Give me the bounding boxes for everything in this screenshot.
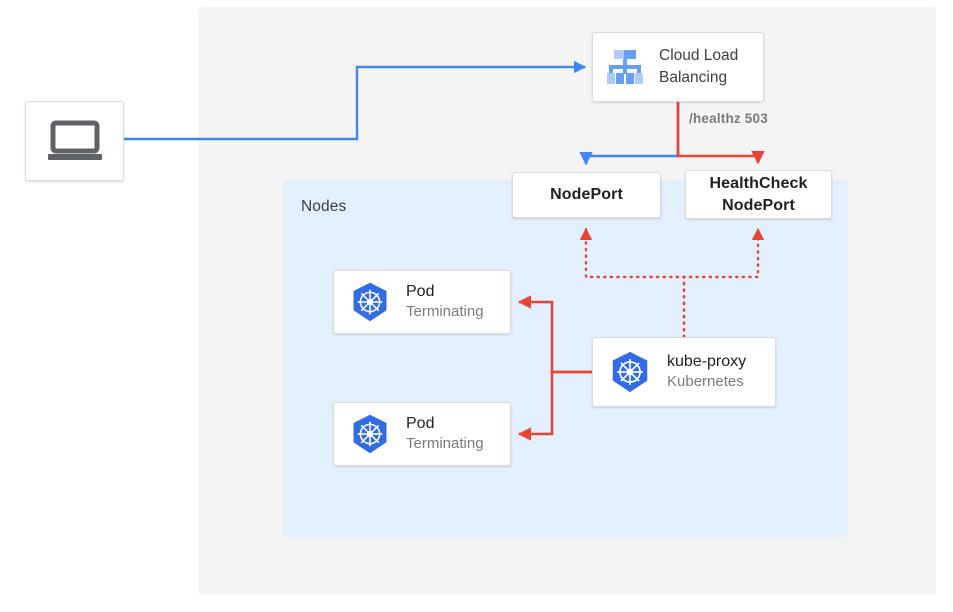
cloud-load-balancing-icon bbox=[607, 50, 643, 84]
pod-node-1-subtitle: Terminating bbox=[406, 303, 484, 320]
cloud-load-balancing-node: Cloud Load Balancing bbox=[592, 32, 764, 102]
pod-node-1: Pod Terminating bbox=[333, 270, 511, 334]
kube-proxy-subtitle: Kubernetes bbox=[667, 373, 744, 390]
pod-node-2-subtitle: Terminating bbox=[406, 435, 484, 452]
healthcheck-nodeport-node: HealthCheck NodePort bbox=[685, 170, 832, 219]
cloud-load-balancing-label: Cloud Load Balancing bbox=[659, 47, 739, 86]
client-node bbox=[25, 101, 124, 181]
kubernetes-icon bbox=[353, 414, 387, 454]
pod-node-1-text: Pod Terminating bbox=[406, 282, 484, 322]
healthcheck-nodeport-label: HealthCheck NodePort bbox=[709, 174, 808, 214]
kubernetes-icon bbox=[612, 351, 648, 393]
kube-proxy-text: kube-proxy Kubernetes bbox=[667, 352, 746, 392]
kubernetes-icon bbox=[353, 282, 387, 322]
pod-node-2-title: Pod bbox=[406, 415, 435, 432]
nodes-region-label: Nodes bbox=[301, 198, 347, 215]
kube-proxy-node: kube-proxy Kubernetes bbox=[592, 337, 776, 407]
healthz-edge-label: /healthz 503 bbox=[689, 111, 768, 126]
pod-node-1-title: Pod bbox=[406, 283, 435, 300]
nodeport-node: NodePort bbox=[512, 172, 661, 218]
pod-node-2-text: Pod Terminating bbox=[406, 414, 484, 454]
nodeport-label: NodePort bbox=[550, 186, 623, 203]
pod-node-2: Pod Terminating bbox=[333, 402, 511, 466]
kube-proxy-title: kube-proxy bbox=[667, 353, 747, 370]
laptop-icon bbox=[47, 120, 102, 160]
